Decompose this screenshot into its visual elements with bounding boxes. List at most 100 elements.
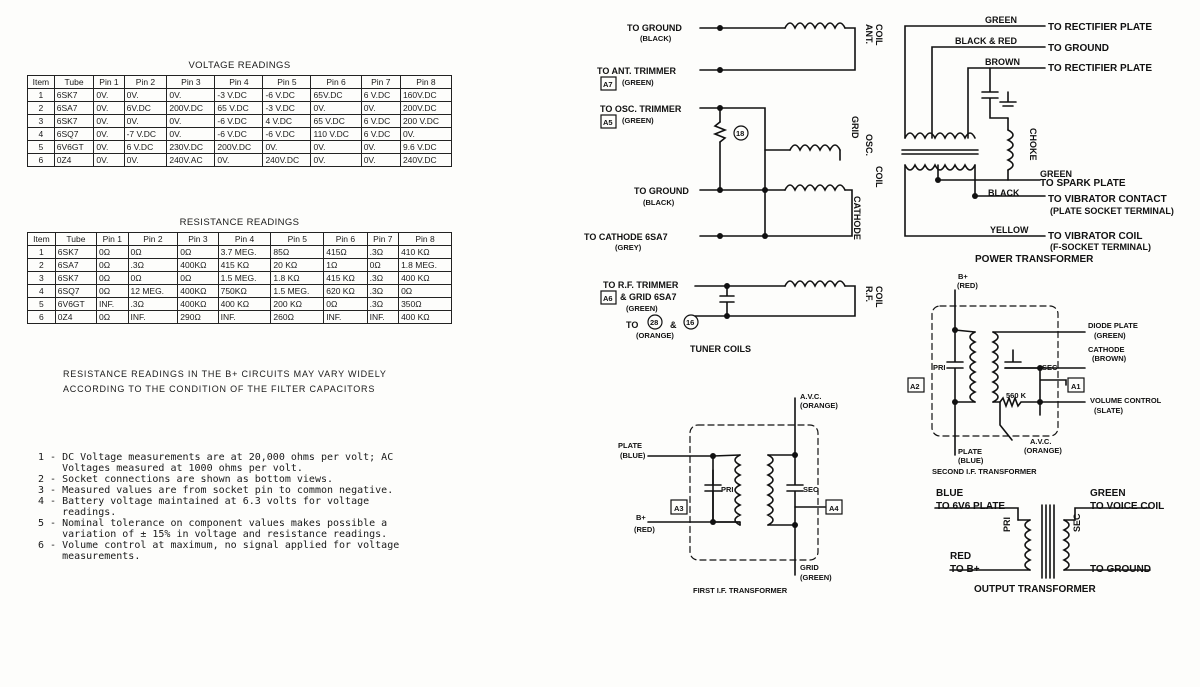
tuner-to-label: TO [626, 320, 638, 330]
second-if-bplus-label: B+ [958, 272, 968, 281]
power-black-label: BLACK [988, 188, 1020, 198]
tuner-osc-trimmer-label: TO OSC. TRIMMER [600, 104, 682, 114]
junction-dots [710, 25, 1043, 528]
resistance-cell: 400 KΩ [398, 310, 452, 324]
voltage-cell: 6 V.DC [360, 127, 401, 141]
note-line: 1 - DC Voltage measurements are at 20,00… [38, 452, 394, 463]
power-yellow-label: YELLOW [990, 225, 1029, 235]
resistance-cell: .3Ω [366, 297, 400, 311]
note-line: 4 - Battery voltage maintained at 6.3 vo… [38, 496, 370, 507]
warning-line-1: RESISTANCE READINGS IN THE B+ CIRCUITS M… [63, 369, 387, 379]
ant-coil [699, 22, 856, 71]
power-brown-label: BROWN [985, 57, 1020, 67]
second-if-brown-label: (BROWN) [1092, 354, 1127, 363]
box-a5: A5 [603, 118, 613, 127]
second-if-slate-label: (SLATE) [1094, 406, 1124, 415]
circle-18: 18 [736, 129, 744, 138]
power-plate-socket-label: (PLATE SOCKET TERMINAL) [1050, 206, 1174, 216]
resistance-cell: INF. [366, 310, 400, 324]
rf-coil [694, 280, 856, 317]
resistance-readings-title: RESISTANCE READINGS [179, 217, 300, 228]
tuner-coils-title: TUNER COILS [690, 344, 751, 354]
power-rect-plate-label: TO RECTIFIER PLATE [1048, 22, 1152, 33]
first-if-orange-label: (ORANGE) [800, 401, 838, 410]
power-transformer [901, 25, 1046, 237]
first-if-sec-label: SEC [803, 485, 819, 494]
resistance-cell: INF. [217, 310, 272, 324]
power-transformer-title: POWER TRANSFORMER [975, 254, 1094, 265]
box-a2: A2 [910, 382, 920, 391]
output-green-label: GREEN [1090, 488, 1126, 499]
warning-line-2: ACCORDING TO THE CONDITION OF THE FILTER… [63, 384, 376, 394]
power-green-label: GREEN [985, 15, 1017, 25]
second-if-plate-label: PLATE [958, 447, 982, 456]
power-rect-plate-label-2: TO RECTIFIER PLATE [1048, 63, 1152, 74]
output-sec-label: SEC [1072, 513, 1082, 532]
second-if-transformer [931, 289, 1086, 456]
tuner-ground-label-2: TO GROUND [634, 186, 689, 196]
power-spark-label: TO SPARK PLATE [1040, 178, 1126, 189]
box-a3: A3 [674, 504, 684, 513]
resistance-cell: 0Z4 [54, 310, 98, 324]
second-if-red-label: (RED) [957, 281, 978, 290]
voltage-cell: 0Z4 [53, 153, 95, 167]
second-if-sec-label: SEC [1042, 363, 1058, 372]
tuner-cathode-label: TO CATHODE 6SA7 [584, 232, 668, 242]
first-if-green-label: (GREEN) [800, 573, 832, 582]
rf-coil-label: COIL [874, 286, 884, 308]
voltage-readings-title: VOLTAGE READINGS [188, 60, 291, 71]
tuner-ant-trimmer-label: TO ANT. TRIMMER [597, 66, 676, 76]
box-a6: A6 [603, 294, 613, 303]
voltage-cell: 6 [27, 153, 55, 167]
ant-label: ANT. [864, 24, 874, 44]
resistance-cell: 0Ω [96, 310, 129, 324]
output-bplus-label: TO B+ [950, 564, 980, 575]
output-ground-label: TO GROUND [1090, 564, 1151, 575]
note-line: Voltages measured at 1000 ohms per volt. [38, 463, 303, 474]
output-transformer-title: OUTPUT TRANSFORMER [974, 584, 1096, 595]
note-line: 3 - Measured values are from socket pin … [38, 485, 394, 496]
second-if-volume-label: VOLUME CONTROL [1090, 396, 1162, 405]
osc-coil-label: COIL [874, 166, 884, 188]
choke-label: CHOKE [1028, 128, 1038, 161]
power-ground-label: TO GROUND [1048, 43, 1109, 54]
voltage-header-cell: Pin 7 [360, 75, 401, 89]
note-line: 5 - Nominal tolerance on component value… [38, 518, 388, 529]
osc-label: OSC. [864, 134, 874, 156]
output-blue-label: BLUE [936, 488, 964, 499]
output-6v6-label: TO 6V6 PLATE [936, 501, 1005, 512]
voltage-cell: 0V. [214, 153, 264, 167]
first-if-red-label: (RED) [634, 525, 655, 534]
voltage-cell: 240V.DC [399, 153, 453, 167]
measurement-notes: 1 - DC Voltage measurements are at 20,00… [38, 452, 399, 562]
tuner-green-label: (GREEN) [622, 78, 654, 87]
power-green-label-2: GREEN [1040, 169, 1072, 179]
circle-28: 28 [650, 318, 658, 327]
first-if-blue-label: (BLUE) [620, 451, 646, 460]
second-if-avc-label: A.V.C. [1030, 437, 1051, 446]
note-line: measurements. [38, 551, 141, 562]
second-if-diode-label: DIODE PLATE [1088, 321, 1138, 330]
tuner-grey-label: (GREY) [615, 243, 642, 252]
output-red-label: RED [950, 551, 971, 562]
resistor-560k-label: 560 K [1006, 391, 1027, 400]
tuner-green-label-3: (GREEN) [626, 304, 658, 313]
voltage-cell: 9.6 V.DC [399, 140, 453, 154]
first-if-avc-label: A.V.C. [800, 392, 821, 401]
tuner-green-label-2: (GREEN) [622, 116, 654, 125]
box-a1: A1 [1071, 382, 1081, 391]
tuner-amp-label: & [670, 320, 677, 330]
output-transformer [934, 504, 1151, 579]
second-if-title: SECOND I.F. TRANSFORMER [932, 467, 1037, 476]
power-vibrator-label: TO VIBRATOR CONTACT [1048, 194, 1167, 205]
resistance-cell: .3Ω [366, 284, 400, 298]
first-if-title: FIRST I.F. TRANSFORMER [693, 586, 788, 595]
ant-coil-label: COIL [874, 24, 884, 46]
power-black-red-label: BLACK & RED [955, 36, 1017, 46]
